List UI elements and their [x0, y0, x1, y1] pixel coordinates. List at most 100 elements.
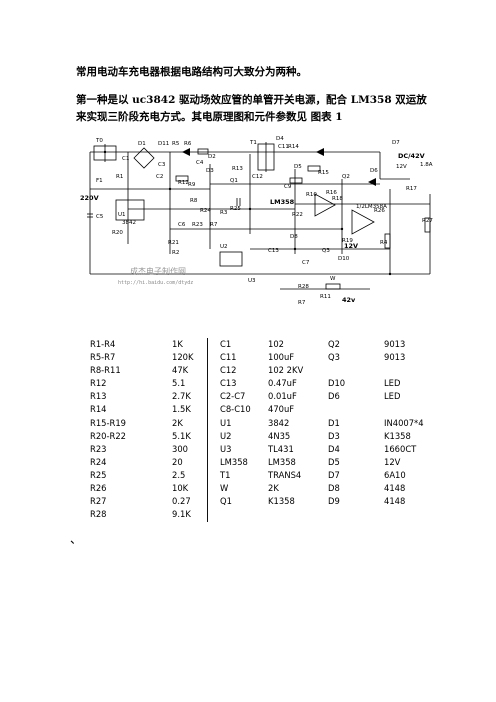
circuit-schematic: T0 D1 D11 R5 R6 C4 T1 D4 R14 C11 C12 D7 …	[80, 134, 440, 304]
svg-text:R4: R4	[380, 240, 388, 246]
table-cell: 3842	[268, 417, 290, 428]
svg-text:R20: R20	[112, 230, 123, 236]
table-cell: IN4007*4	[384, 417, 424, 428]
table-cell: U2	[220, 430, 232, 441]
table-cell: 2.5	[172, 469, 186, 480]
svg-text:R27: R27	[422, 218, 433, 224]
table-cell: R26	[90, 483, 107, 494]
svg-text:C7: C7	[302, 260, 310, 266]
table-cell: 4148	[384, 496, 406, 507]
svg-text:R1: R1	[116, 174, 123, 180]
table-cell: C2-C7	[220, 391, 246, 402]
svg-text:R22: R22	[292, 212, 303, 218]
svg-text:42v: 42v	[342, 296, 356, 304]
table-cell: R14	[90, 404, 107, 415]
svg-text:W: W	[330, 276, 336, 282]
svg-text:R23: R23	[192, 222, 203, 228]
table-cell: TL431	[268, 443, 294, 454]
svg-text:R7: R7	[210, 222, 218, 228]
intro-paragraph: 常用电动车充电器根据电路结构可大致分为两种。	[76, 66, 307, 78]
svg-text:R3: R3	[220, 210, 228, 216]
svg-text:Q3: Q3	[322, 248, 330, 254]
svg-text:U2: U2	[220, 244, 228, 250]
svg-text:D4: D4	[276, 136, 284, 142]
table-cell: R12	[90, 378, 107, 389]
table-cell: R13	[90, 391, 107, 402]
table-cell: 4N35	[268, 430, 291, 441]
table-cell: W	[220, 483, 229, 494]
svg-text:R2: R2	[172, 250, 179, 256]
table-divider	[207, 338, 208, 522]
svg-text:D8: D8	[290, 234, 298, 240]
table-cell: D8	[328, 483, 340, 494]
svg-text:C13: C13	[268, 248, 279, 254]
table-cell: R20-R22	[90, 430, 126, 441]
table-cell: C1	[220, 339, 232, 349]
svg-text:D6: D6	[370, 168, 378, 174]
table-cell: R24	[90, 456, 107, 467]
table-cell: LED	[384, 378, 401, 389]
svg-text:D10: D10	[338, 256, 350, 262]
svg-text:R15: R15	[318, 170, 329, 176]
svg-text:C4: C4	[196, 160, 204, 166]
table-cell: 0.01uF	[268, 391, 297, 402]
table-cell: 1.5K	[172, 404, 191, 415]
table-cell: Q3	[328, 352, 340, 363]
table-cell: D5	[328, 456, 340, 467]
svg-text:C12: C12	[252, 174, 263, 180]
table-cell: 100uF	[268, 352, 295, 363]
table-cell	[384, 364, 424, 377]
table-cell: R28	[90, 509, 107, 520]
table-cell: Q1	[220, 496, 232, 507]
svg-text:C11: C11	[278, 144, 289, 150]
table-cell: 300	[172, 443, 188, 454]
svg-text:220V: 220V	[80, 194, 99, 202]
table-cell: 0.27	[172, 496, 191, 507]
table-cell: R27	[90, 496, 107, 507]
svg-text:12V: 12V	[344, 242, 358, 250]
svg-text:R16: R16	[326, 190, 337, 196]
svg-text:T1: T1	[249, 140, 257, 146]
table-cell: 120K	[172, 352, 194, 363]
table-cell: 47K	[172, 365, 189, 376]
svg-text:R28: R28	[298, 284, 309, 290]
svg-text:R26: R26	[374, 208, 385, 214]
table-cell: D7	[328, 469, 340, 480]
table-cell: R8-R11	[90, 365, 121, 376]
table-cell: 5.1	[172, 378, 186, 389]
svg-text:D2: D2	[208, 154, 216, 160]
watermark-text: 成杰电子制作网	[130, 266, 186, 276]
svg-text:R9: R9	[188, 182, 196, 188]
table-cell: R23	[90, 443, 107, 454]
table-cell: 0.47uF	[268, 378, 297, 389]
svg-text:D5: D5	[294, 164, 302, 170]
svg-text:12V: 12V	[396, 164, 407, 170]
table-cell: 10K	[172, 483, 189, 494]
svg-text:T0: T0	[95, 138, 103, 144]
table-cell: C11	[220, 352, 237, 363]
table-cell: 9013	[384, 339, 406, 349]
schematic-svg: T0 D1 D11 R5 R6 C4 T1 D4 R14 C11 C12 D7 …	[80, 136, 433, 304]
svg-text:R19: R19	[342, 238, 353, 244]
svg-text:R17: R17	[406, 186, 417, 192]
table-cell: D6	[328, 391, 340, 402]
table-cell: LM358	[220, 456, 248, 467]
table-cell: Q2	[328, 339, 340, 349]
description-paragraph: 第一种是以 uc3842 驱动场效应管的单管开关电源，配合 LM358 双运放来…	[76, 94, 427, 123]
table-cell: 2.7K	[172, 391, 191, 402]
table-cell: K1358	[384, 430, 411, 441]
table-cell	[328, 403, 345, 416]
svg-text:R21: R21	[168, 240, 179, 246]
table-cell: 2K	[268, 483, 279, 494]
table-cell: LED	[384, 391, 401, 402]
svg-text:Q1: Q1	[230, 178, 238, 184]
table-cell: 1K	[172, 339, 183, 349]
svg-text:R12: R12	[178, 180, 189, 186]
svg-text:C5: C5	[96, 214, 104, 220]
